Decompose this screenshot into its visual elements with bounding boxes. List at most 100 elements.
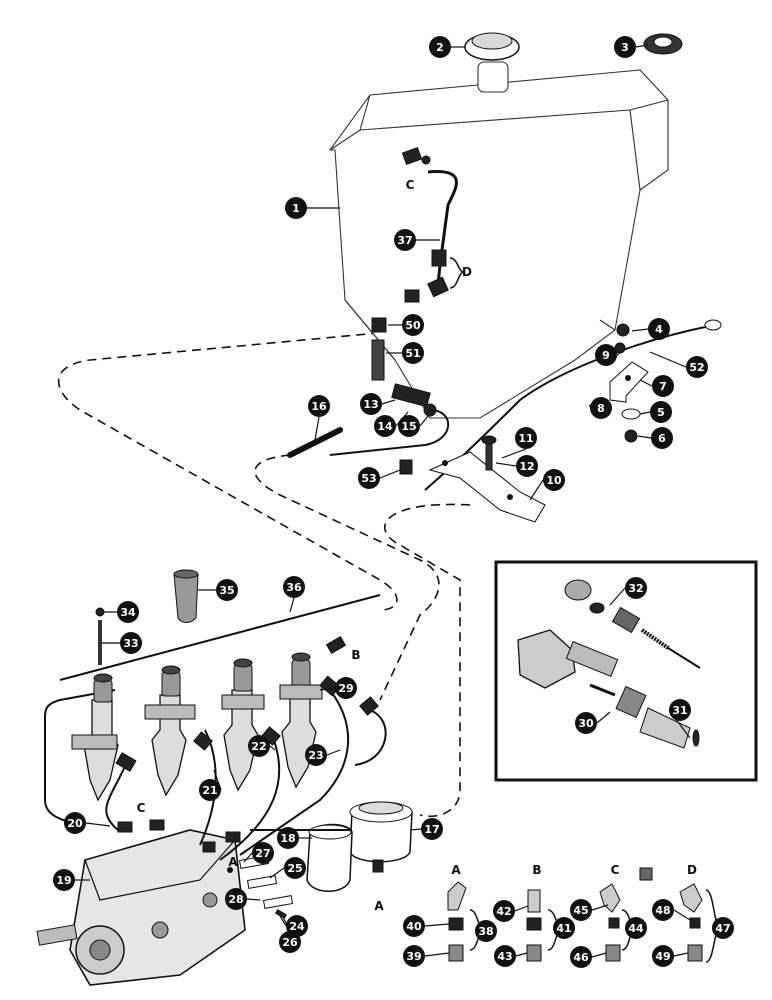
callout-number: 40 xyxy=(406,920,422,933)
callout-number: 53 xyxy=(361,472,376,485)
callout-circle xyxy=(285,197,307,219)
callout-number: 2 xyxy=(436,41,444,54)
callout-circle xyxy=(394,229,416,251)
callout-37: 37 xyxy=(394,229,416,251)
callout-circle xyxy=(216,579,238,601)
callout-circle xyxy=(403,915,425,937)
callout-45: 45 xyxy=(570,899,592,921)
callout-11: 11 xyxy=(515,427,537,449)
callout-27: 27 xyxy=(252,842,274,864)
callout-number: 17 xyxy=(424,823,439,836)
callout-34: 34 xyxy=(117,601,139,623)
dashed-fuel-lines xyxy=(57,329,471,817)
leader-line xyxy=(326,749,341,756)
leader-line xyxy=(616,349,625,356)
callout-circle xyxy=(360,393,382,415)
leader-line xyxy=(419,415,429,427)
callout-42: 42 xyxy=(493,900,515,922)
vented-cap xyxy=(643,33,683,55)
callout-7: 7 xyxy=(652,375,674,397)
callout-46: 46 xyxy=(570,946,592,968)
injector-lines xyxy=(44,594,387,861)
callout-22: 22 xyxy=(248,735,270,757)
callout-23: 23 xyxy=(305,744,327,766)
callout-47: 47 xyxy=(712,917,734,939)
callout-circle xyxy=(686,356,708,378)
callout-number: 34 xyxy=(120,606,136,619)
leader-line xyxy=(591,904,609,911)
return-line-37 xyxy=(401,146,458,303)
parts-33-36 xyxy=(95,569,199,665)
leader-line xyxy=(501,448,527,459)
callout-circle xyxy=(595,344,617,366)
callout-number: 44 xyxy=(628,922,644,935)
callout-circle xyxy=(625,577,647,599)
leader-line xyxy=(424,952,450,957)
leader-line xyxy=(319,687,336,691)
callout-circle xyxy=(553,917,575,939)
callout-5: 5 xyxy=(650,401,672,423)
leader-line xyxy=(596,711,611,724)
connection-letter: B xyxy=(351,648,360,662)
leader-line xyxy=(289,597,295,613)
connection-letter: A xyxy=(451,863,461,877)
callout-circle xyxy=(493,900,515,922)
callout-6: 6 xyxy=(651,427,673,449)
injector-3 xyxy=(221,658,265,792)
callout-circle xyxy=(625,917,647,939)
callout-number: 30 xyxy=(578,717,594,730)
tank-fittings-50-51 xyxy=(371,317,387,381)
fittings-a-d xyxy=(447,867,703,962)
leader-line xyxy=(379,469,401,479)
bracket-10 xyxy=(428,435,546,523)
line-fittings xyxy=(115,675,379,853)
callout-circle xyxy=(651,427,673,449)
callout-circle xyxy=(652,899,674,921)
callout-33: 33 xyxy=(120,632,142,654)
leader-line xyxy=(269,867,285,879)
callout-circle xyxy=(669,699,691,721)
callout-number: 14 xyxy=(377,420,393,433)
callout-circle xyxy=(120,632,142,654)
callout-19: 19 xyxy=(53,869,75,891)
callout-48: 48 xyxy=(652,899,674,921)
leader-line xyxy=(637,435,652,439)
injector-4 xyxy=(279,635,347,789)
leader-line xyxy=(314,416,320,441)
callout-50: 50 xyxy=(402,314,424,336)
leader-line xyxy=(635,44,649,48)
leader-line xyxy=(515,952,528,957)
callout-circle xyxy=(284,857,306,879)
injector-1 xyxy=(71,673,119,802)
callout-circle xyxy=(117,601,139,623)
leader-line xyxy=(246,898,261,901)
callout-number: 5 xyxy=(657,406,665,419)
callout-17: 17 xyxy=(421,818,443,840)
callout-number: 32 xyxy=(628,582,643,595)
callout-number: 50 xyxy=(405,319,421,332)
callout-25: 25 xyxy=(284,857,306,879)
callout-circle xyxy=(308,395,330,417)
callout-number: 8 xyxy=(597,402,605,415)
callout-number: 35 xyxy=(219,584,234,597)
callout-number: 38 xyxy=(478,925,493,938)
callout-circle xyxy=(543,469,565,491)
callout-30: 30 xyxy=(575,712,597,734)
callout-number: 31 xyxy=(672,704,687,717)
callout-32: 32 xyxy=(625,577,647,599)
leader-line xyxy=(381,399,396,405)
callout-circle xyxy=(53,869,75,891)
callout-number: 49 xyxy=(655,950,670,963)
callout-number: 15 xyxy=(401,420,416,433)
callout-circle xyxy=(199,779,221,801)
callout-circle xyxy=(358,467,380,489)
leader-line xyxy=(269,745,276,751)
callout-number: 46 xyxy=(573,951,589,964)
callout-circle xyxy=(402,314,424,336)
leader-line xyxy=(424,923,450,927)
callout-15: 15 xyxy=(398,415,420,437)
